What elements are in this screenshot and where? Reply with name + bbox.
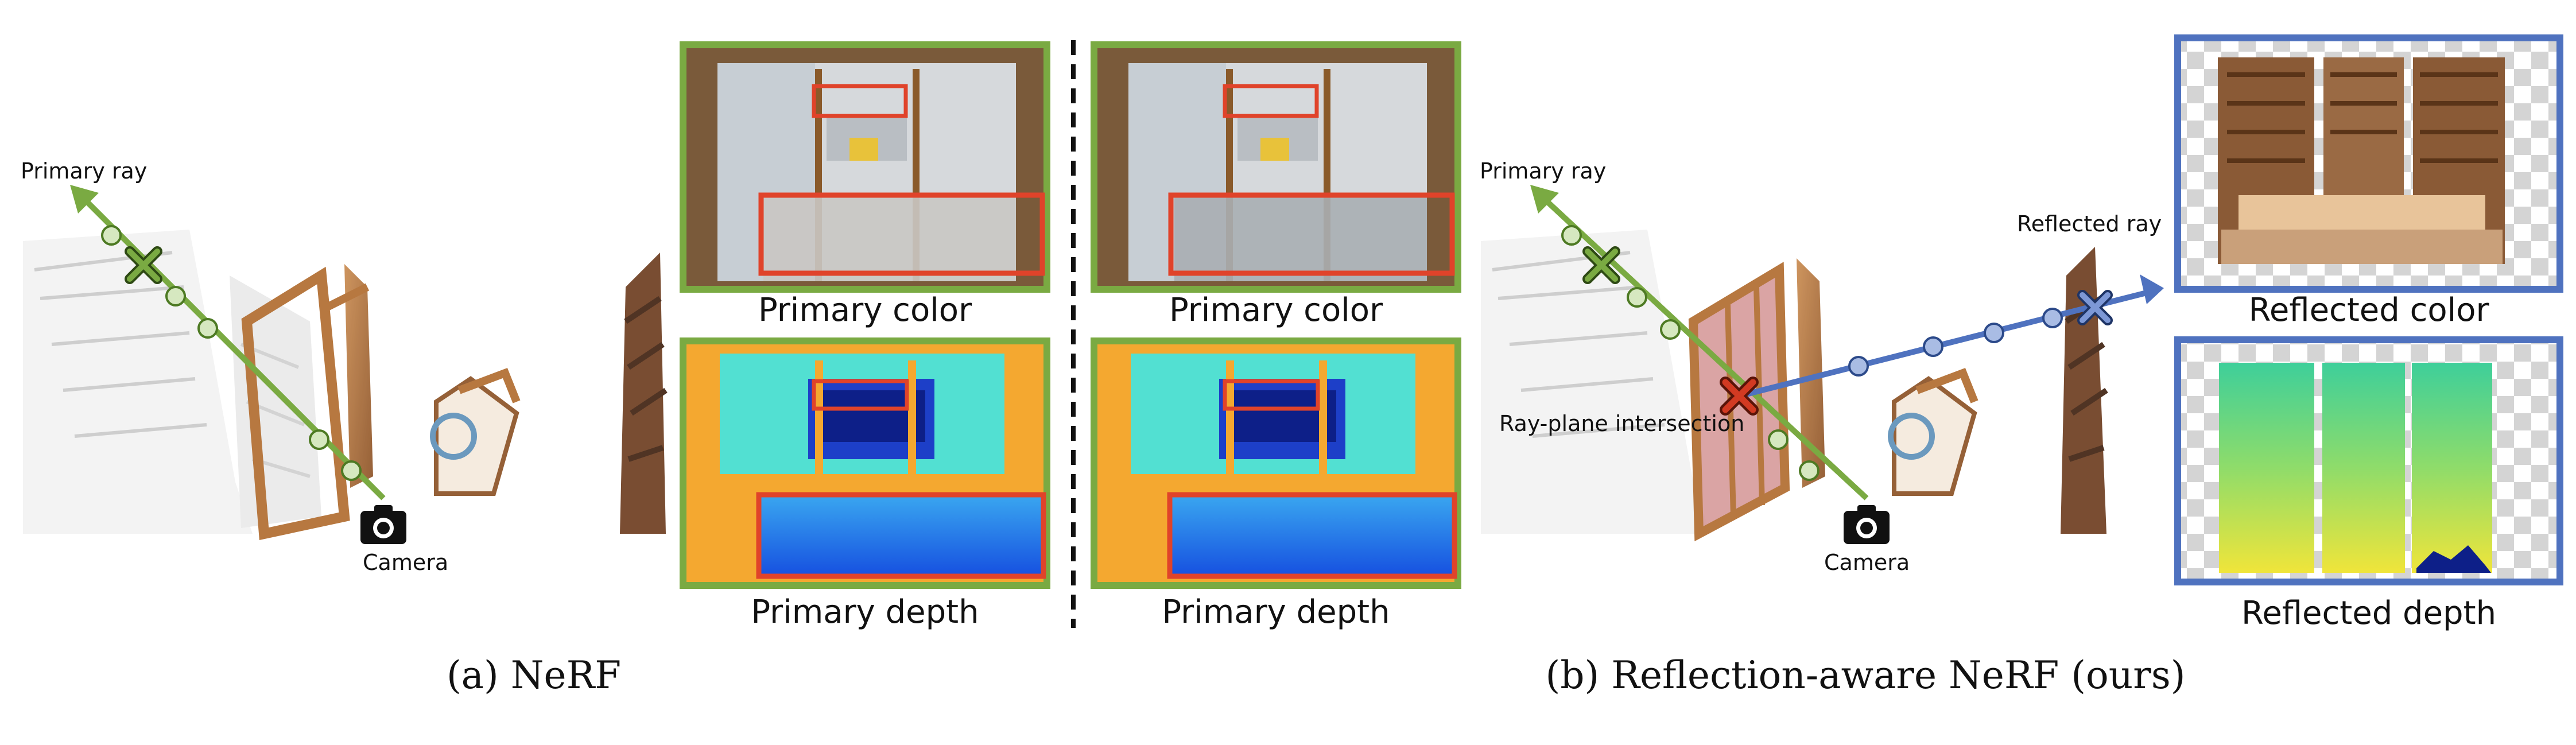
primary-color-caption-a2: Primary color <box>1169 292 1383 329</box>
sample-point <box>1984 323 2004 343</box>
primary-depth-caption-a: Primary depth <box>751 593 979 631</box>
camera-label-b: Camera <box>1824 550 1910 575</box>
sample-point <box>1848 356 1869 377</box>
cross-marker-icon <box>1582 246 1620 284</box>
panel-a-scene <box>23 185 668 544</box>
primary-color-caption-a: Primary color <box>758 292 972 329</box>
sample-point <box>1627 287 1647 308</box>
sample-point <box>101 225 122 246</box>
sample-point <box>1561 225 1582 246</box>
reflected-depth-caption: Reflected depth <box>2241 595 2497 632</box>
camera-icon <box>1844 505 1890 544</box>
reflected-color-image <box>2174 34 2563 293</box>
panel-a2-images <box>1091 41 1461 589</box>
point-cloud <box>23 230 668 540</box>
primary-ray-b <box>1530 185 1869 500</box>
primary-depth-caption-a2: Primary depth <box>1162 593 1390 631</box>
sample-point <box>1799 460 1820 481</box>
panel-b-images <box>2174 34 2563 585</box>
primary-color-image-a2 <box>1091 41 1461 293</box>
primary-ray-label-a: Primary ray <box>21 158 148 184</box>
reflected-color-caption: Reflected color <box>2248 292 2489 329</box>
primary-depth-image-a <box>680 337 1050 589</box>
intersection-label: Ray-plane intersection <box>1499 411 1745 436</box>
reflected-ray-label: Reflected ray <box>2017 211 2162 236</box>
primary-color-image-a <box>680 41 1050 293</box>
panel-a-images <box>680 41 1050 589</box>
sample-point <box>165 286 186 306</box>
primary-ray-label-b: Primary ray <box>1480 158 1607 184</box>
subfigure-caption-a: (a) NeRF <box>446 653 622 697</box>
sample-point <box>2042 308 2063 328</box>
point-cloud <box>1481 230 2108 542</box>
cross-marker-icon <box>125 246 162 284</box>
cross-marker-icon <box>2077 290 2113 325</box>
camera-label-a: Camera <box>363 550 449 575</box>
sample-point <box>197 318 218 339</box>
primary-depth-image-a2 <box>1091 337 1461 589</box>
sample-point <box>1660 319 1681 340</box>
sample-point <box>309 429 329 450</box>
primary-ray-a <box>70 185 386 500</box>
reflected-ray-b <box>1738 274 2164 399</box>
subfigure-caption-b: (b) Reflection-aware NeRF (ours) <box>1545 653 2186 697</box>
sample-point <box>1768 429 1789 450</box>
camera-icon <box>360 505 406 544</box>
sample-point <box>1923 336 1943 357</box>
reflected-depth-image <box>2174 336 2563 585</box>
panel-b-scene <box>1481 185 2164 544</box>
intersection-cross-icon <box>1720 377 1759 416</box>
sample-point <box>341 460 362 481</box>
